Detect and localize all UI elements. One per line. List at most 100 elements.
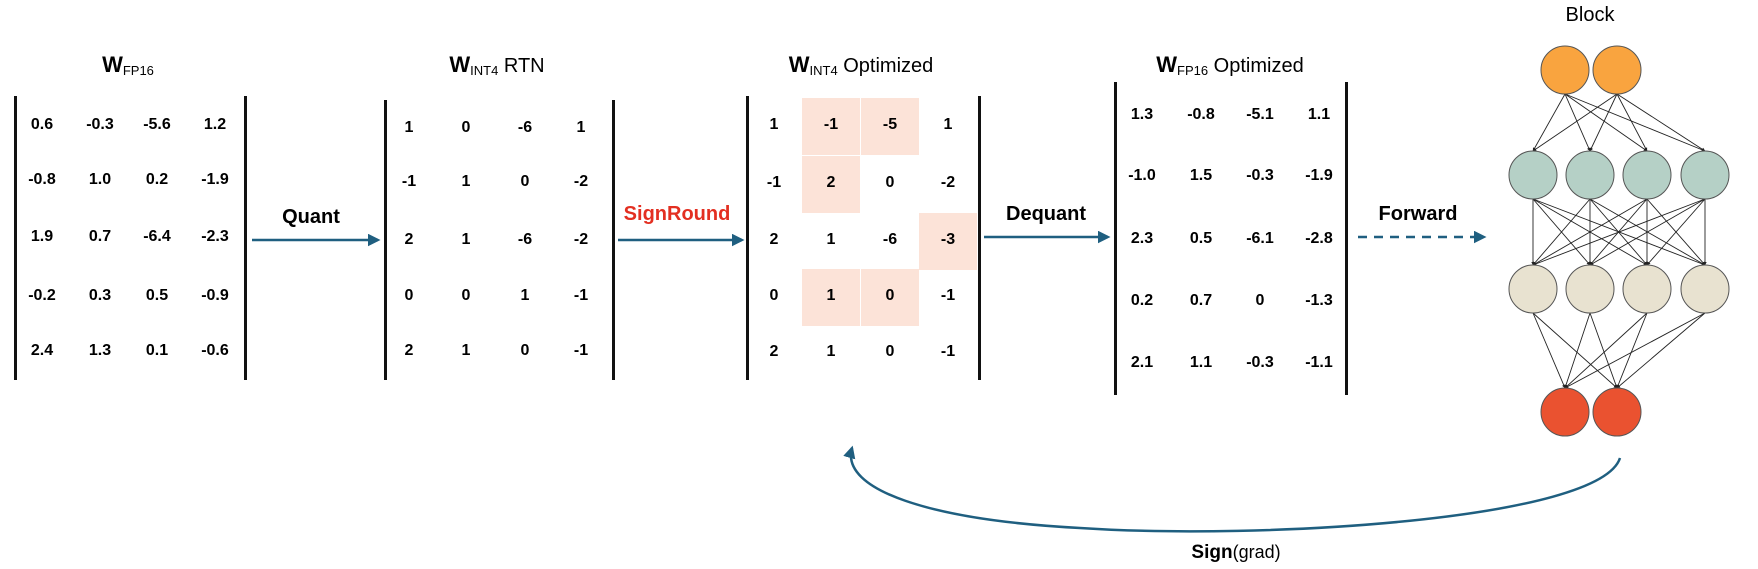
network-connection	[1616, 93, 1648, 152]
network-connection	[1564, 312, 1706, 389]
matrix-cell: 1	[461, 342, 471, 359]
matrix-cell: 0.2	[145, 171, 169, 188]
matrix-cell: -0.8	[1187, 106, 1215, 123]
highlighted-cell	[861, 268, 919, 326]
matrix-cell: 1	[461, 231, 471, 248]
matrix-cell: -1.3	[1305, 292, 1333, 309]
network-node	[1592, 45, 1642, 95]
matrix-cell: 0.7	[88, 228, 112, 245]
matrix-cell: -0.3	[1246, 167, 1274, 184]
matrix-cell: -0.2	[28, 287, 56, 304]
matrix-cell: -2	[573, 173, 589, 190]
network-connection	[1564, 312, 1591, 389]
matrix-cell: 1	[461, 173, 471, 190]
matrix-cell: 0.2	[1130, 292, 1154, 309]
matrix-cell: -1	[573, 342, 589, 359]
matrix-bracket-left	[746, 96, 749, 380]
matrix-cell: -6.1	[1246, 230, 1274, 247]
matrix-cell: 2.3	[1130, 230, 1154, 247]
matrix-cell: 2	[769, 231, 779, 248]
highlighted-cell	[802, 268, 860, 326]
sign-grad-feedback-arrow	[843, 445, 1622, 533]
network-connection	[1616, 312, 1706, 389]
forward-label: Forward	[1378, 203, 1458, 225]
matrix-title-rest: RTN	[498, 55, 545, 77]
matrix-cell: 1.3	[1130, 106, 1154, 123]
matrix-bracket-left	[1114, 82, 1117, 395]
matrix-title-1: WFP16	[102, 52, 154, 78]
network-connection	[1564, 93, 1706, 152]
matrix-cell: -1	[940, 343, 956, 360]
matrix-cell: 0.1	[145, 342, 169, 359]
network-connection	[1616, 312, 1648, 389]
network-node	[1565, 264, 1615, 314]
matrix-cell: 0	[1255, 292, 1265, 309]
matrix-title-2: WINT4 RTN	[449, 52, 544, 78]
highlighted-cell	[919, 212, 977, 270]
network-node	[1622, 264, 1672, 314]
network-connection	[1532, 93, 1618, 152]
matrix-title-rest: Optimized	[1208, 55, 1304, 77]
network-connection	[1589, 93, 1618, 152]
matrix-cell: 0	[461, 119, 471, 136]
sign-grad-label: Sign(grad)	[1191, 542, 1280, 564]
matrix-cell: 2	[826, 174, 836, 191]
matrix-cell: -0.6	[201, 342, 229, 359]
network-node	[1508, 150, 1558, 200]
network-node	[1540, 45, 1590, 95]
matrix-title-3: WINT4 Optimized	[789, 52, 934, 78]
matrix-cell: -1	[766, 174, 782, 191]
matrix-cell: -5	[882, 116, 898, 133]
matrix-cell: 2	[404, 342, 414, 359]
matrix-cell: -6	[882, 231, 898, 248]
network-connection	[1589, 198, 1706, 266]
matrix-title-sub: FP16	[122, 63, 154, 78]
matrix-cell: -0.3	[1246, 354, 1274, 371]
matrix-cell: 0.3	[88, 287, 112, 304]
matrix-cell: -1.9	[201, 171, 229, 188]
highlighted-cell	[861, 97, 919, 155]
matrix-bracket-left	[14, 96, 17, 380]
matrix-cell: 1	[826, 343, 836, 360]
network-node	[1508, 264, 1558, 314]
dequant-label: Dequant	[1006, 203, 1086, 225]
matrix-cell: -6.4	[143, 228, 171, 245]
matrix-cell: -0.9	[201, 287, 229, 304]
matrix-cell: -2.8	[1305, 230, 1333, 247]
network-connection	[1532, 312, 1618, 389]
network-connection	[1532, 198, 1706, 266]
network-node	[1540, 387, 1590, 437]
block-title: Block	[1565, 4, 1615, 26]
matrix-cell: 0.6	[30, 116, 54, 133]
sign-rest: (grad)	[1232, 542, 1281, 562]
matrix-cell: 1	[826, 287, 836, 304]
matrix-title-main: W	[449, 52, 471, 77]
matrix-title-sub: INT4	[470, 63, 499, 78]
matrix-cell: 1.5	[1189, 167, 1213, 184]
matrix-cell: 0.7	[1189, 292, 1213, 309]
highlighted-cell	[802, 155, 860, 213]
matrix-title-main: W	[788, 52, 810, 77]
matrix-cell: -5.6	[143, 116, 171, 133]
matrix-cell: -3	[940, 231, 956, 248]
matrix-cell: -2	[573, 231, 589, 248]
signround-label: SignRound	[623, 203, 731, 225]
matrix-cell: 1	[826, 231, 836, 248]
network-connection	[1532, 198, 1648, 266]
matrix-bracket-right	[612, 100, 615, 380]
quant-label: Quant	[282, 206, 340, 228]
matrix-title-main: W	[102, 52, 123, 77]
matrix-cell: 2.4	[30, 342, 54, 359]
network-connection	[1532, 93, 1566, 152]
network-connection	[1564, 312, 1648, 389]
matrix-cell: -1.0	[1128, 167, 1156, 184]
matrix-cell: 1.3	[88, 342, 112, 359]
matrix-cell: 1.9	[30, 228, 54, 245]
matrix-cell: 2	[404, 231, 414, 248]
matrix-cell: 0	[885, 343, 895, 360]
matrix-cell: 1.2	[203, 116, 227, 133]
matrix-cell: 0.5	[1189, 230, 1213, 247]
matrix-title-sub: INT4	[809, 63, 838, 78]
matrix-bracket-right	[978, 96, 981, 380]
matrix-cell: -1.9	[1305, 167, 1333, 184]
